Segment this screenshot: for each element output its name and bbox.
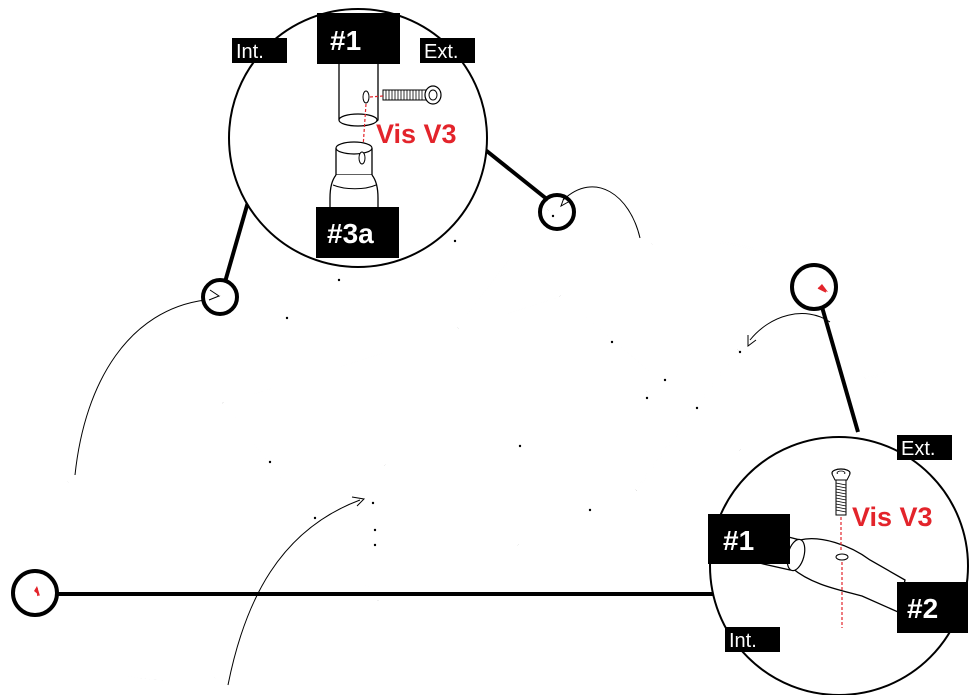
screw-bottom [831,468,851,516]
label-part3a: #3a [316,207,399,258]
label-ext-bottom: Ext. [897,435,952,460]
label-part1-top: #1 [317,13,400,64]
svg-text:#2: #2 [907,593,938,624]
svg-text:#1: #1 [330,25,361,56]
frame-structure [11,146,900,686]
label-ext-top: Ext. [420,38,475,63]
detail-marker-back [538,193,576,231]
red-arrow-markers [34,284,828,597]
label-part1-bottom: #1 [708,514,790,564]
svg-text:Int.: Int. [236,41,264,63]
svg-text:#1: #1 [723,525,754,556]
detail-marker-right-arch [790,263,838,311]
leader-lines [57,146,860,596]
label-screw-top: Vis V3 [376,119,457,149]
svg-text:Ext.: Ext. [424,41,458,63]
frame-holes [268,214,742,547]
svg-text:#3a: #3a [327,218,374,249]
screw-top [382,85,442,105]
label-screw-bottom: Vis V3 [852,502,933,532]
label-int-bottom: Int. [725,627,780,652]
label-int-top: Int. [232,38,287,63]
svg-text:Ext.: Ext. [901,438,935,460]
loose-arch-left [11,480,216,681]
detail-callout-top [228,8,488,268]
detail-marker-left-arch [11,569,59,617]
loose-arch-right [651,239,900,380]
motion-arrows [74,186,831,686]
svg-text:Int.: Int. [729,630,757,652]
detail-callout-bottom [709,436,969,695]
label-part2: #2 [897,582,968,633]
detail-marker-left [201,278,239,316]
frame-tubes [216,209,744,602]
